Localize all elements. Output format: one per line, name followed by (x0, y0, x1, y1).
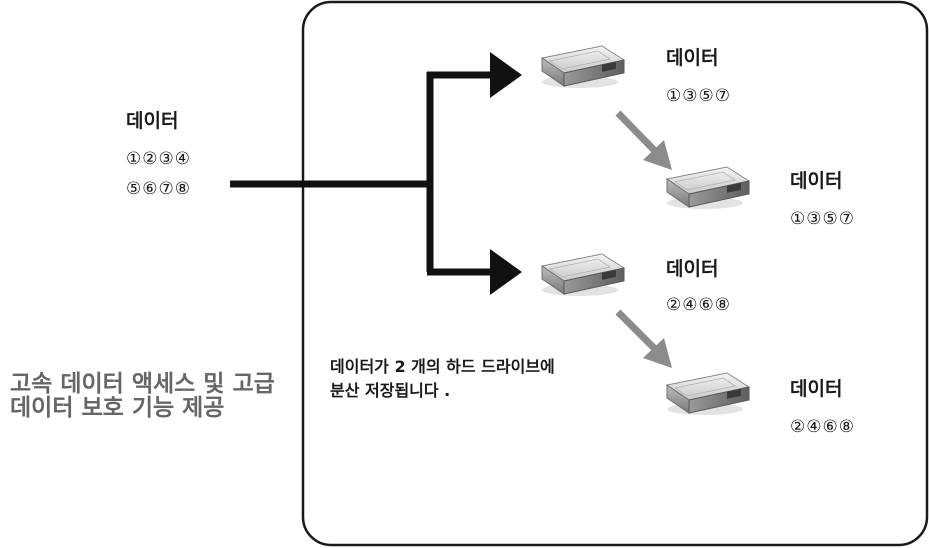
source-numbers-line2: ⑤⑥⑦⑧ (126, 179, 191, 199)
drive-4-label: 데이터 (790, 378, 843, 400)
drive-3-numbers: ②④⑥⑧ (666, 295, 731, 315)
arrow-head-bottom (490, 249, 522, 295)
mirror-arrow-bottom-head (643, 338, 672, 368)
mirror-arrow-top-head (643, 140, 672, 170)
drive-2-label: 데이터 (790, 170, 843, 192)
mirror-arrow-bottom-line (615, 309, 659, 353)
drive-1-numbers: ①③⑤⑦ (666, 86, 731, 106)
drive-2-numbers: ①③⑤⑦ (790, 209, 855, 229)
drive-3-label: 데이터 (666, 258, 719, 280)
arrow-head-top (490, 52, 522, 98)
distribution-note: 데이터가 2 개의 하드 드라이브에 분산 저장됩니다 . (330, 357, 555, 400)
drive-4-numbers: ②④⑥⑧ (790, 417, 855, 437)
mirror-arrow-top-line (615, 110, 659, 155)
drive-1-label: 데이터 (666, 47, 719, 69)
source-label: 데이터 (126, 110, 179, 132)
source-numbers-line1: ①②③④ (126, 149, 191, 169)
feature-caption: 고속 데이터 액세스 및 고급 데이터 보호 기능 제공 (10, 371, 275, 421)
